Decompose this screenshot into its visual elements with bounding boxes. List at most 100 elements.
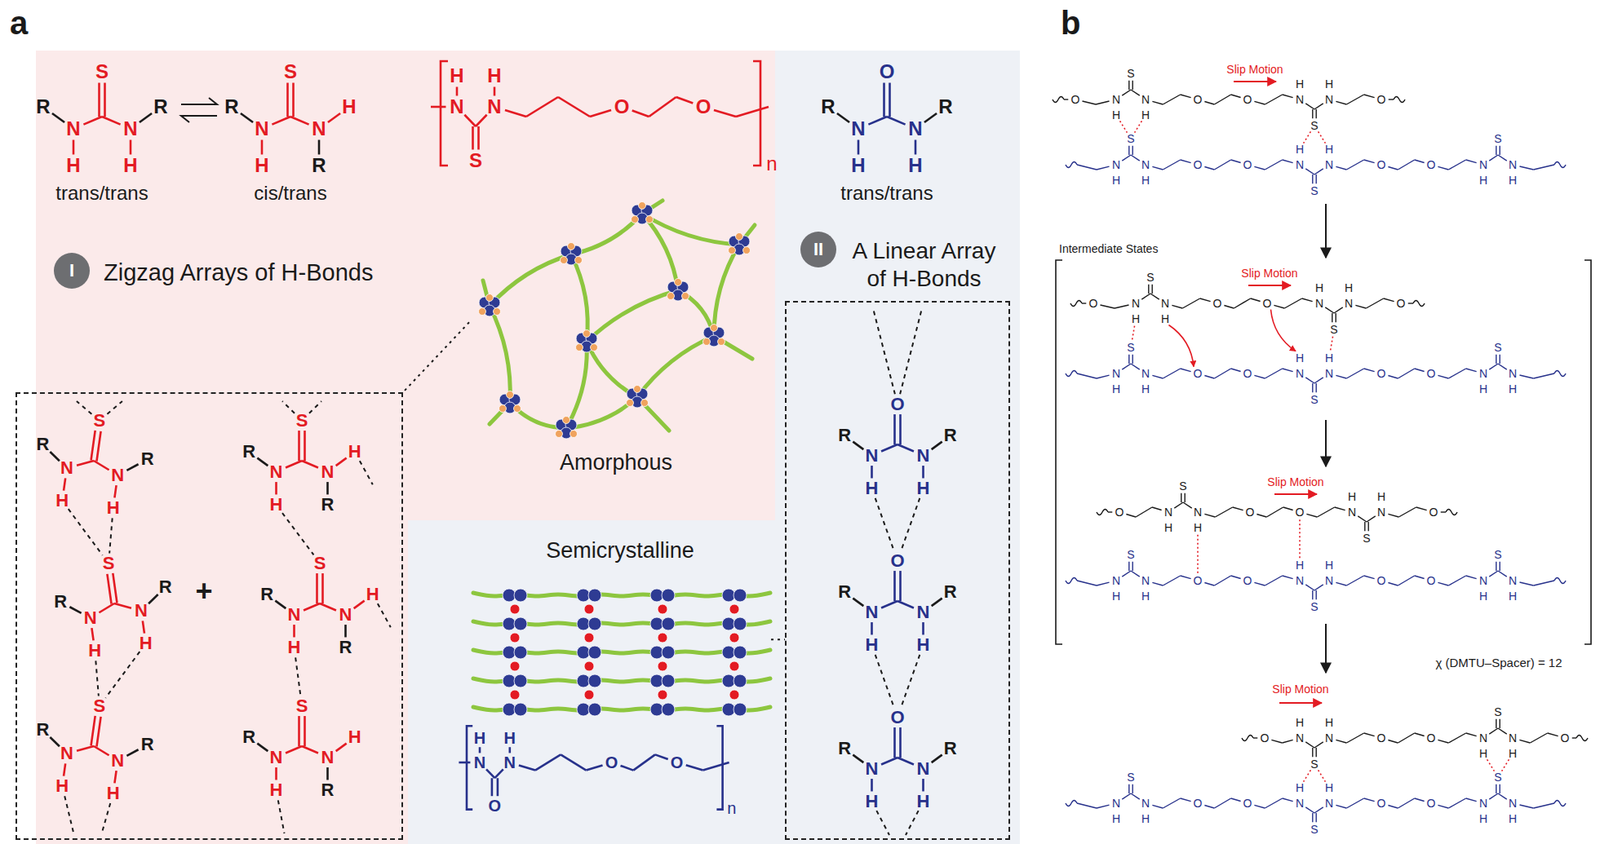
hbond-stack	[584, 661, 594, 672]
hbond-stack	[657, 690, 668, 701]
bond	[1182, 298, 1200, 309]
bond	[1311, 748, 1313, 758]
bond	[1498, 571, 1507, 577]
atom-label: S	[1493, 549, 1502, 561]
bond	[1147, 284, 1149, 294]
panel-ground	[35, 50, 776, 521]
bond	[558, 97, 590, 117]
conformation-label: trans/trans	[55, 183, 148, 204]
hydrogen-bond	[106, 401, 122, 415]
step-arrow	[1325, 203, 1327, 258]
atom-label: S	[314, 554, 327, 573]
bond	[868, 116, 887, 125]
repeat-bracket	[753, 61, 761, 166]
atom-label: H	[474, 730, 486, 747]
bond	[881, 757, 898, 766]
polymer-strand	[571, 254, 588, 342]
step-arrow	[1325, 624, 1327, 674]
atom-label: N	[1131, 297, 1140, 310]
polymer-strand	[713, 336, 753, 360]
atom-label: H	[66, 155, 80, 176]
atom-label: H	[1479, 383, 1488, 395]
hbond-stack	[661, 703, 675, 717]
motion-arrow	[1248, 284, 1291, 287]
illustration-label: Semicrystalline	[469, 536, 772, 565]
bond	[303, 716, 306, 747]
atom-label: R	[159, 578, 173, 597]
zoom-connector	[771, 638, 785, 641]
bond	[1408, 302, 1414, 304]
bond	[1314, 103, 1324, 110]
bond	[1437, 740, 1449, 744]
bond	[114, 603, 132, 609]
atom-label: H	[1295, 559, 1304, 572]
hydrogen-bond	[1318, 770, 1326, 782]
bond	[285, 746, 302, 754]
hbond-stack	[576, 703, 590, 717]
bond	[478, 747, 482, 754]
atom-label: N	[270, 749, 284, 767]
hbond-cluster	[674, 279, 683, 287]
hbond-stack	[502, 589, 516, 603]
bond	[1250, 298, 1261, 302]
polymer-strand	[637, 397, 670, 431]
atom-label: N	[449, 97, 464, 117]
hydrogen-bond	[899, 308, 922, 395]
atom-label: N	[474, 754, 486, 772]
hbond-stack	[722, 703, 736, 717]
bond	[893, 571, 896, 602]
atom-label: O	[670, 754, 684, 772]
bond	[1315, 748, 1317, 758]
bond	[1495, 354, 1497, 364]
bond	[1152, 375, 1163, 379]
bond	[240, 113, 253, 123]
atom-label: S	[1146, 271, 1154, 284]
atom-label: R	[53, 593, 67, 612]
atom-label: H	[1508, 813, 1517, 825]
hbond-cluster	[728, 247, 736, 255]
bond	[1282, 159, 1294, 164]
atom-label: R	[141, 735, 155, 754]
atom-label: H	[254, 155, 269, 176]
dashed-box: Zigzag Arrays of H-Bonds	[15, 392, 404, 841]
bond	[535, 754, 561, 771]
hbond-stack	[584, 690, 594, 701]
bond	[1448, 576, 1466, 586]
bond	[1077, 803, 1097, 809]
atom-label: N	[1141, 575, 1150, 587]
bond	[1489, 571, 1499, 577]
hydrogen-bond	[1318, 131, 1326, 143]
atom-label: O	[1377, 159, 1387, 171]
hydrogen-bond	[1120, 120, 1128, 133]
bond	[1305, 168, 1315, 175]
motion-label: Slip Motion	[1240, 267, 1298, 280]
bond	[897, 757, 914, 766]
structure-bonds	[49, 61, 1588, 836]
bond	[886, 116, 906, 125]
bond	[129, 140, 133, 156]
bond	[336, 458, 347, 466]
repeat-bracket	[716, 726, 723, 810]
hbond-stack	[576, 674, 590, 688]
bond	[76, 460, 94, 466]
bond	[1214, 507, 1233, 518]
bond	[63, 763, 66, 776]
bond	[1311, 109, 1313, 119]
bond	[713, 110, 736, 117]
atom-label: O	[890, 395, 905, 414]
bond	[1367, 522, 1369, 532]
bond	[655, 754, 669, 760]
atom-label: H	[449, 66, 464, 86]
bond	[1364, 368, 1375, 373]
hbond-stack	[514, 617, 528, 631]
atom-label: O	[1243, 367, 1253, 380]
illustration-label: Amorphous	[469, 448, 763, 477]
bond	[1335, 101, 1347, 105]
hydrogen-bond	[875, 655, 895, 709]
atom-label: R	[242, 443, 256, 461]
atom-label: H	[1508, 590, 1517, 603]
chain-end	[1070, 301, 1082, 307]
hbond-cluster	[567, 243, 576, 251]
bond	[1489, 363, 1499, 370]
bond	[1364, 576, 1375, 580]
